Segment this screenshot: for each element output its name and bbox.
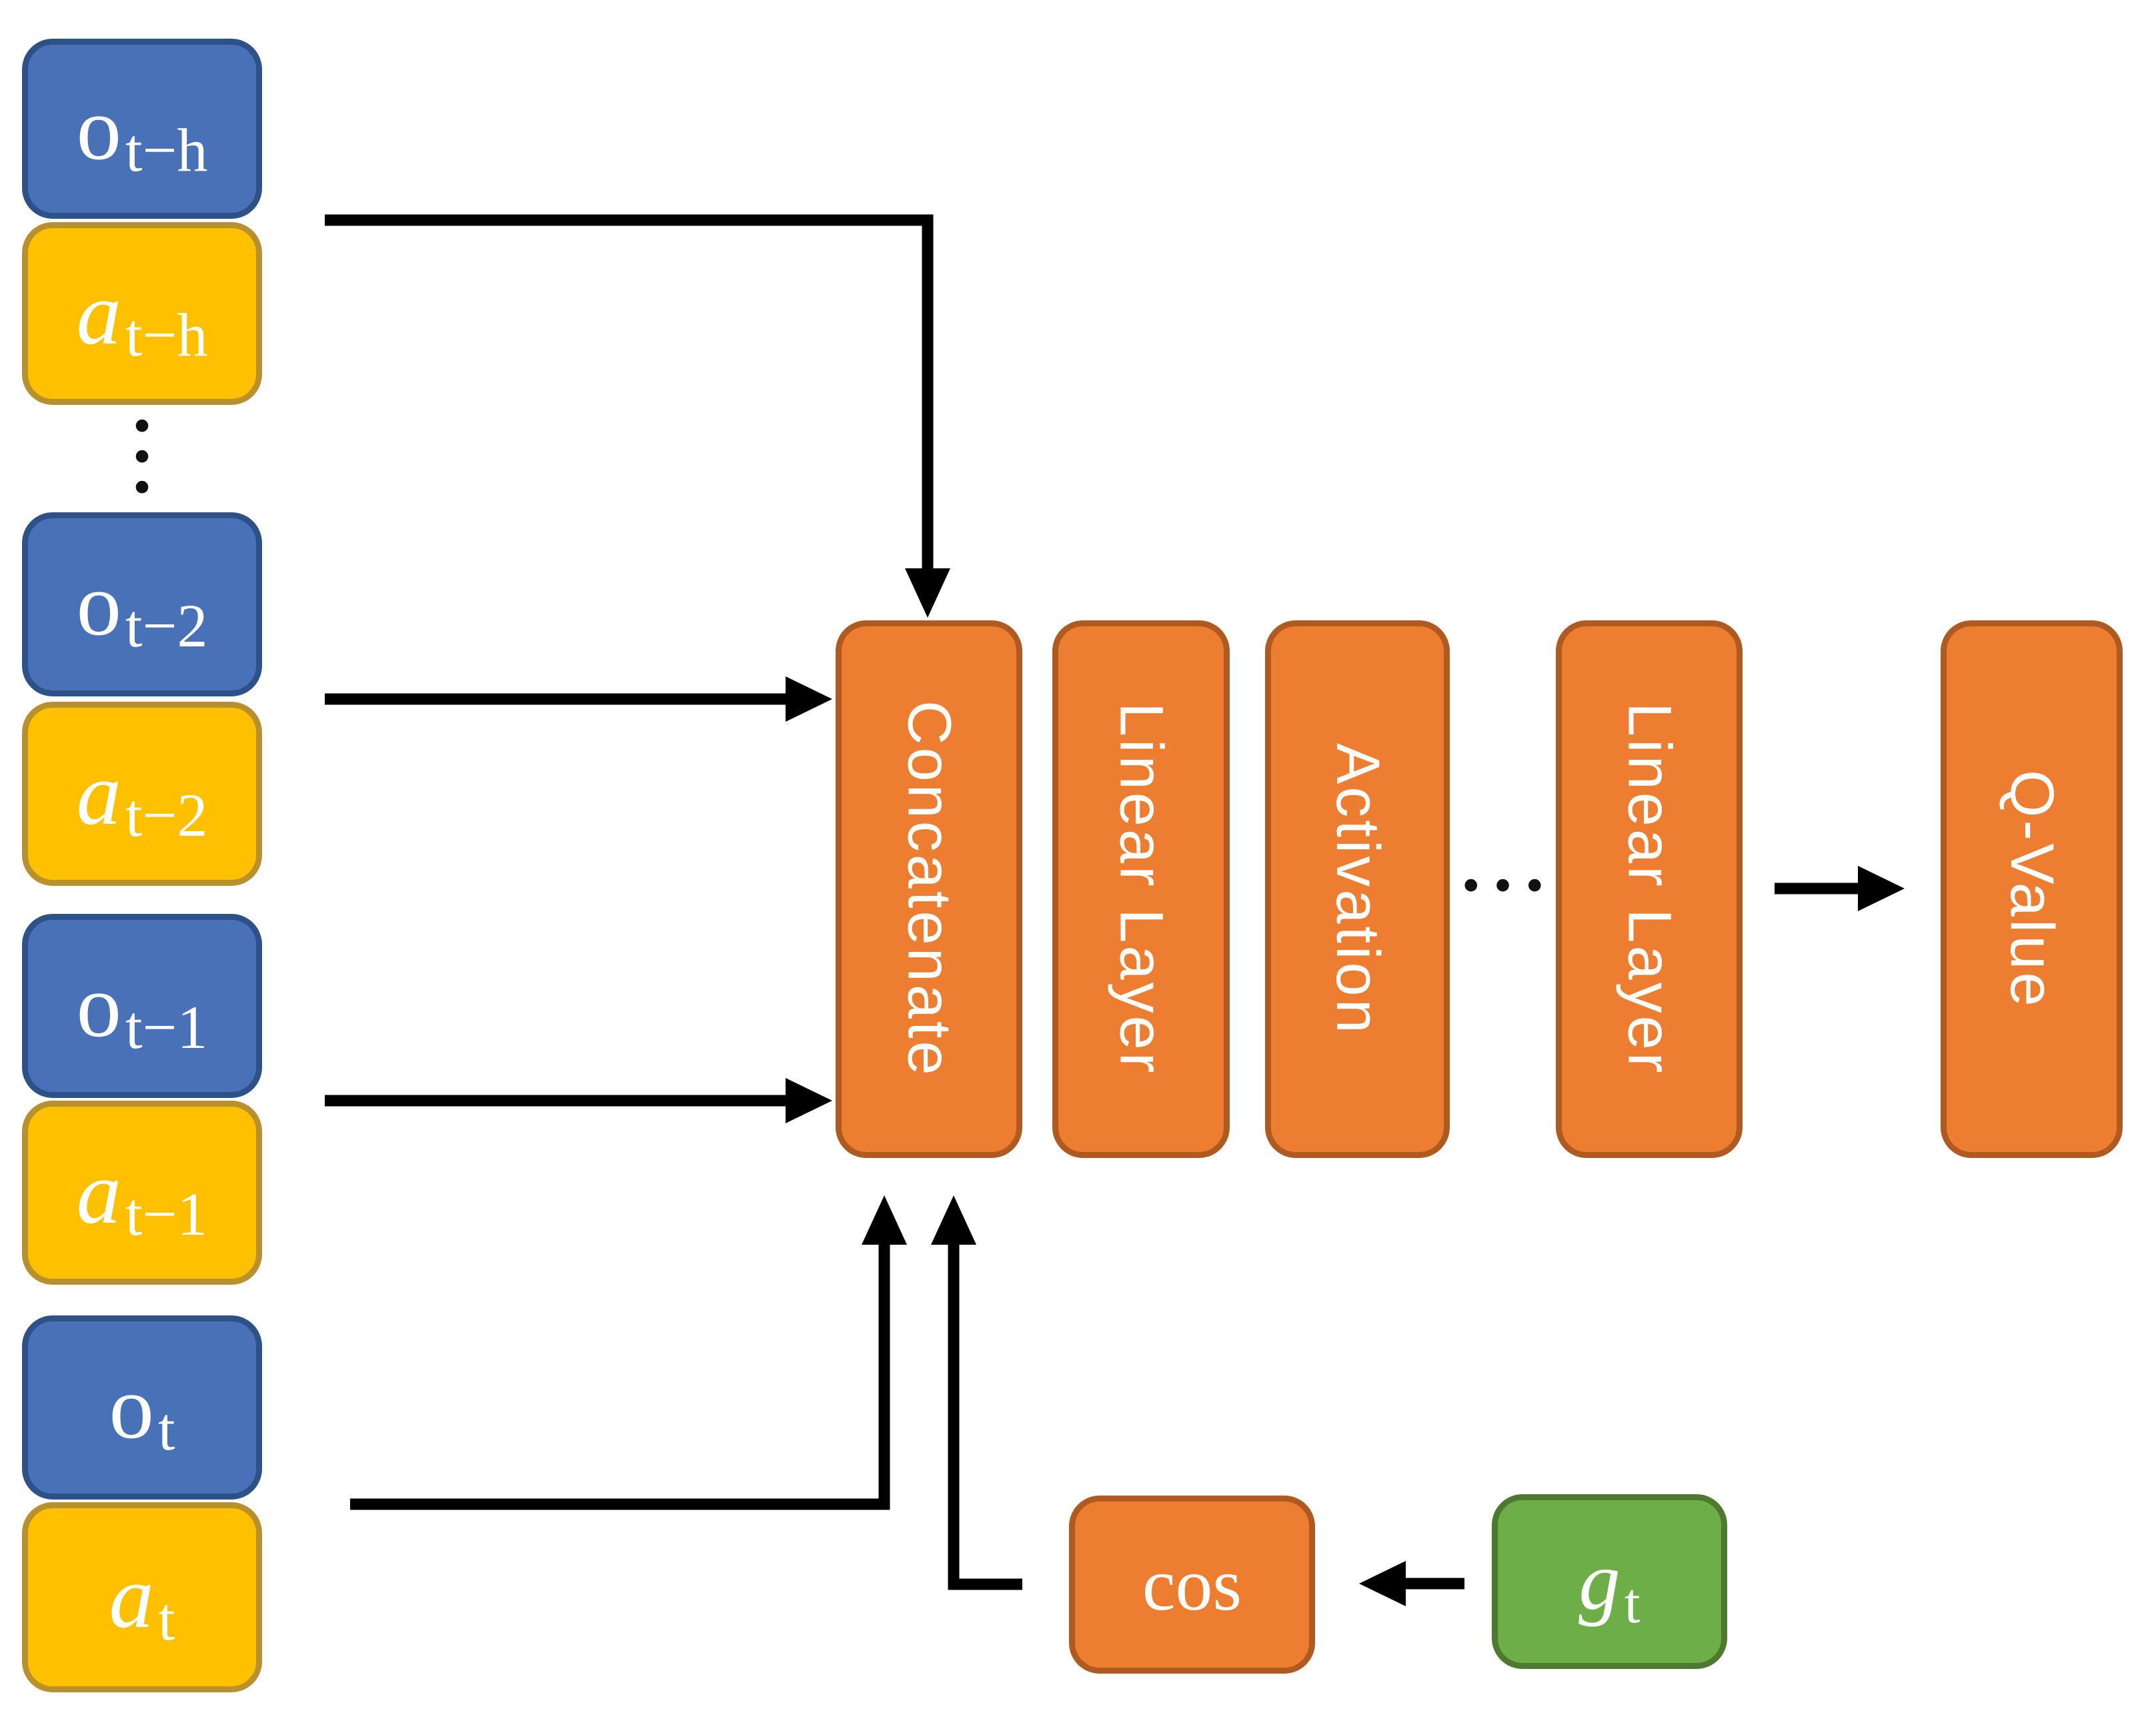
horizontal-ellipsis: • • • bbox=[1450, 834, 1556, 941]
arrow-cos-to-concatenate bbox=[948, 1242, 1022, 1590]
concatenate-layer-label: Concatenate bbox=[895, 700, 964, 1078]
arrowhead-right-icon bbox=[786, 1078, 832, 1123]
arrowhead-up-icon bbox=[862, 1195, 907, 1245]
activation-layer-label: Activation bbox=[1324, 742, 1392, 1036]
linear-layer-1-label: Linear Layer bbox=[1107, 702, 1176, 1076]
linear-layer-2-label: Linear Layer bbox=[1615, 702, 1684, 1076]
cos-label: cos bbox=[1142, 1543, 1242, 1626]
cos-box: cos bbox=[1069, 1496, 1315, 1674]
arrow-current-to-concatenate bbox=[350, 1242, 890, 1510]
arrowhead-right-icon bbox=[1858, 866, 1905, 911]
linear-layer-2-box: Linear Layer bbox=[1556, 620, 1743, 1158]
linear-layer-1-box: Linear Layer bbox=[1052, 620, 1230, 1158]
vertical-ellipsis: • • • bbox=[22, 402, 262, 514]
ellipsis-dot: • bbox=[1458, 862, 1484, 912]
ellipsis-dot: • bbox=[129, 433, 155, 483]
arrowhead-up-icon bbox=[931, 1195, 976, 1245]
arrowhead-right-icon bbox=[786, 676, 832, 722]
ellipsis-dot: • bbox=[1490, 862, 1516, 912]
q-value-output-box: Q-Value bbox=[1941, 620, 2123, 1158]
activation-layer-box: Activation bbox=[1265, 620, 1450, 1158]
ellipsis-dot: • bbox=[129, 402, 155, 452]
arrowhead-left-icon bbox=[1359, 1561, 1406, 1606]
q-value-output-label: Q-Value bbox=[1998, 769, 2066, 1009]
concatenate-layer-box: Concatenate bbox=[836, 620, 1022, 1158]
arrowhead-down-icon bbox=[905, 568, 950, 618]
arrow-history-h-to-concatenate bbox=[325, 214, 934, 572]
ellipsis-dot: • bbox=[129, 464, 155, 514]
ellipsis-dot: • bbox=[1522, 862, 1548, 912]
